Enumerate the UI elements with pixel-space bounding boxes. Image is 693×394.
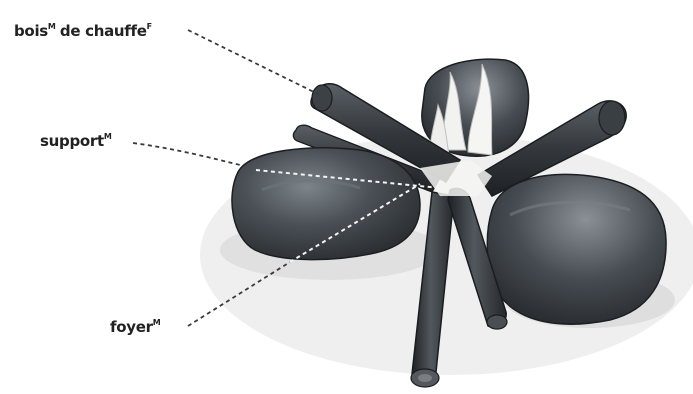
label-hearth-text: foyer [110,318,154,336]
support-leader [133,143,240,165]
label-support-gender: M [104,132,112,141]
label-firewood-text2: de chauffe [60,22,147,40]
svg-text:supportM: supportM [40,132,112,150]
label-support-text: support [40,132,104,150]
label-firewood-gender2: F [147,22,152,31]
firewood-leader [188,30,318,94]
right-stone [487,174,666,324]
label-hearth-gender: M [153,318,161,327]
label-support: supportM [40,132,112,150]
label-firewood-text: bois [14,22,48,40]
label-hearth: foyerM [110,318,161,336]
label-firewood-gender: M [48,22,56,31]
left-stone [232,148,420,260]
svg-text:foyerM: foyerM [110,318,161,336]
